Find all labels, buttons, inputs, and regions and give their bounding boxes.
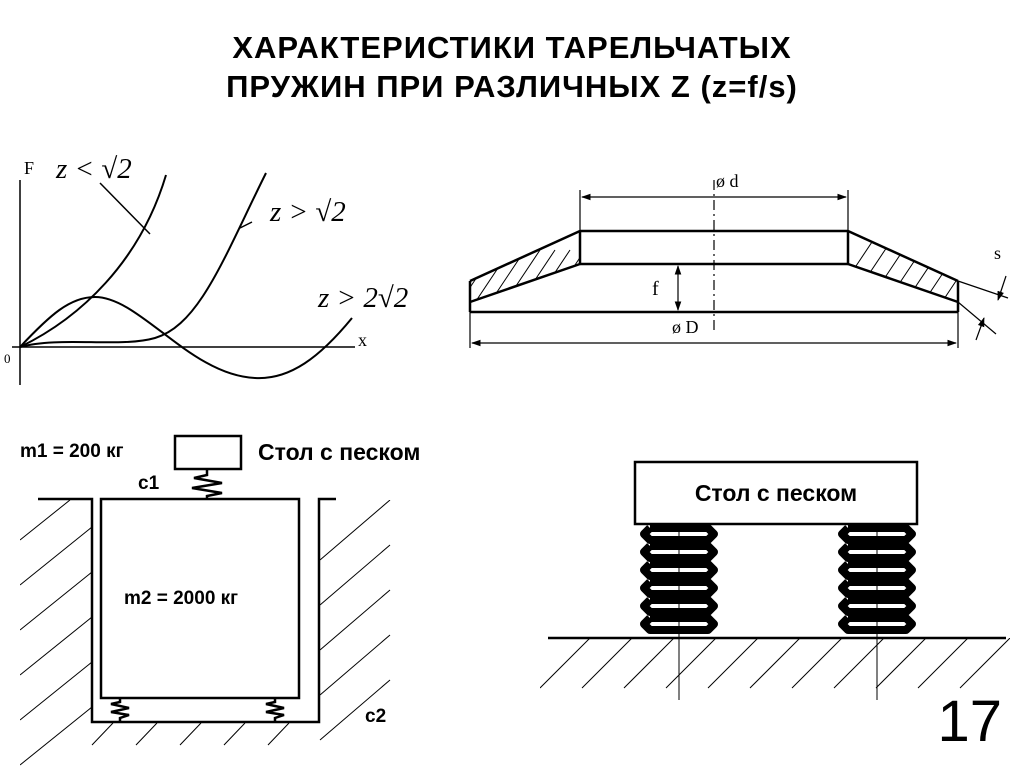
sand-table [633, 460, 919, 526]
hatch-bottom [91, 722, 290, 746]
y-axis-label: F [24, 158, 34, 178]
spring-c2-left [110, 698, 130, 722]
hatch-left [470, 249, 580, 302]
stand-table-label: Стол с песком [695, 480, 857, 506]
pit-diagram [20, 434, 391, 766]
curve3-label: z > 2√2 [317, 282, 408, 314]
curve-z-greater-sqrt2 [19, 172, 267, 348]
ground-hatch [540, 638, 1010, 689]
title-line-1: ХАРАКТЕРИСТИКИ ТАРЕЛЬЧАТЫХ [232, 30, 792, 65]
disc-spring-section [468, 180, 1009, 348]
dim-s-line [997, 275, 1007, 301]
c2-label: c2 [365, 706, 386, 727]
curve2-label: z > √2 [269, 196, 346, 228]
spring-stack-right [838, 524, 916, 700]
slide-title: ХАРАКТЕРИСТИКИ ТАРЕЛЬЧАТЫХ ПРУЖИН ПРИ РА… [0, 28, 1024, 106]
height-label: f [652, 278, 659, 300]
curve1-label: z < √2 [55, 153, 132, 185]
m2-label: m2 = 2000 кг [124, 588, 238, 609]
outer-diameter-label: ø D [672, 317, 699, 337]
stand-diagram [540, 460, 1010, 700]
hatch-left-wall [20, 500, 92, 766]
curve-z-less-sqrt2 [19, 174, 167, 348]
page-number: 17 [937, 689, 1002, 754]
curve2-leader [239, 221, 253, 229]
inner-diameter-label: ø d [716, 171, 739, 191]
origin-label: 0 [4, 351, 11, 366]
curve1-leader [99, 182, 151, 235]
spring-stack-left [640, 524, 718, 700]
pit-table-label: Стол с песком [258, 439, 420, 465]
title-line-2: ПРУЖИН ПРИ РАЗЛИЧНЫХ Z (z=f/s) [226, 69, 798, 104]
hatch-right-wall [319, 500, 391, 741]
curve-z-greater-2sqrt2 [19, 295, 353, 380]
spring-c2-right [265, 698, 285, 722]
m2-block [99, 497, 301, 700]
pit-outline [38, 497, 336, 724]
m1-block [173, 434, 243, 471]
force-deflection-graph [12, 172, 355, 385]
spring-c1 [191, 470, 223, 499]
c1-label: c1 [138, 473, 160, 494]
thickness-label: s [994, 243, 1001, 263]
m1-label: m1 = 200 кг [20, 441, 124, 462]
x-axis-label: x [358, 330, 367, 350]
